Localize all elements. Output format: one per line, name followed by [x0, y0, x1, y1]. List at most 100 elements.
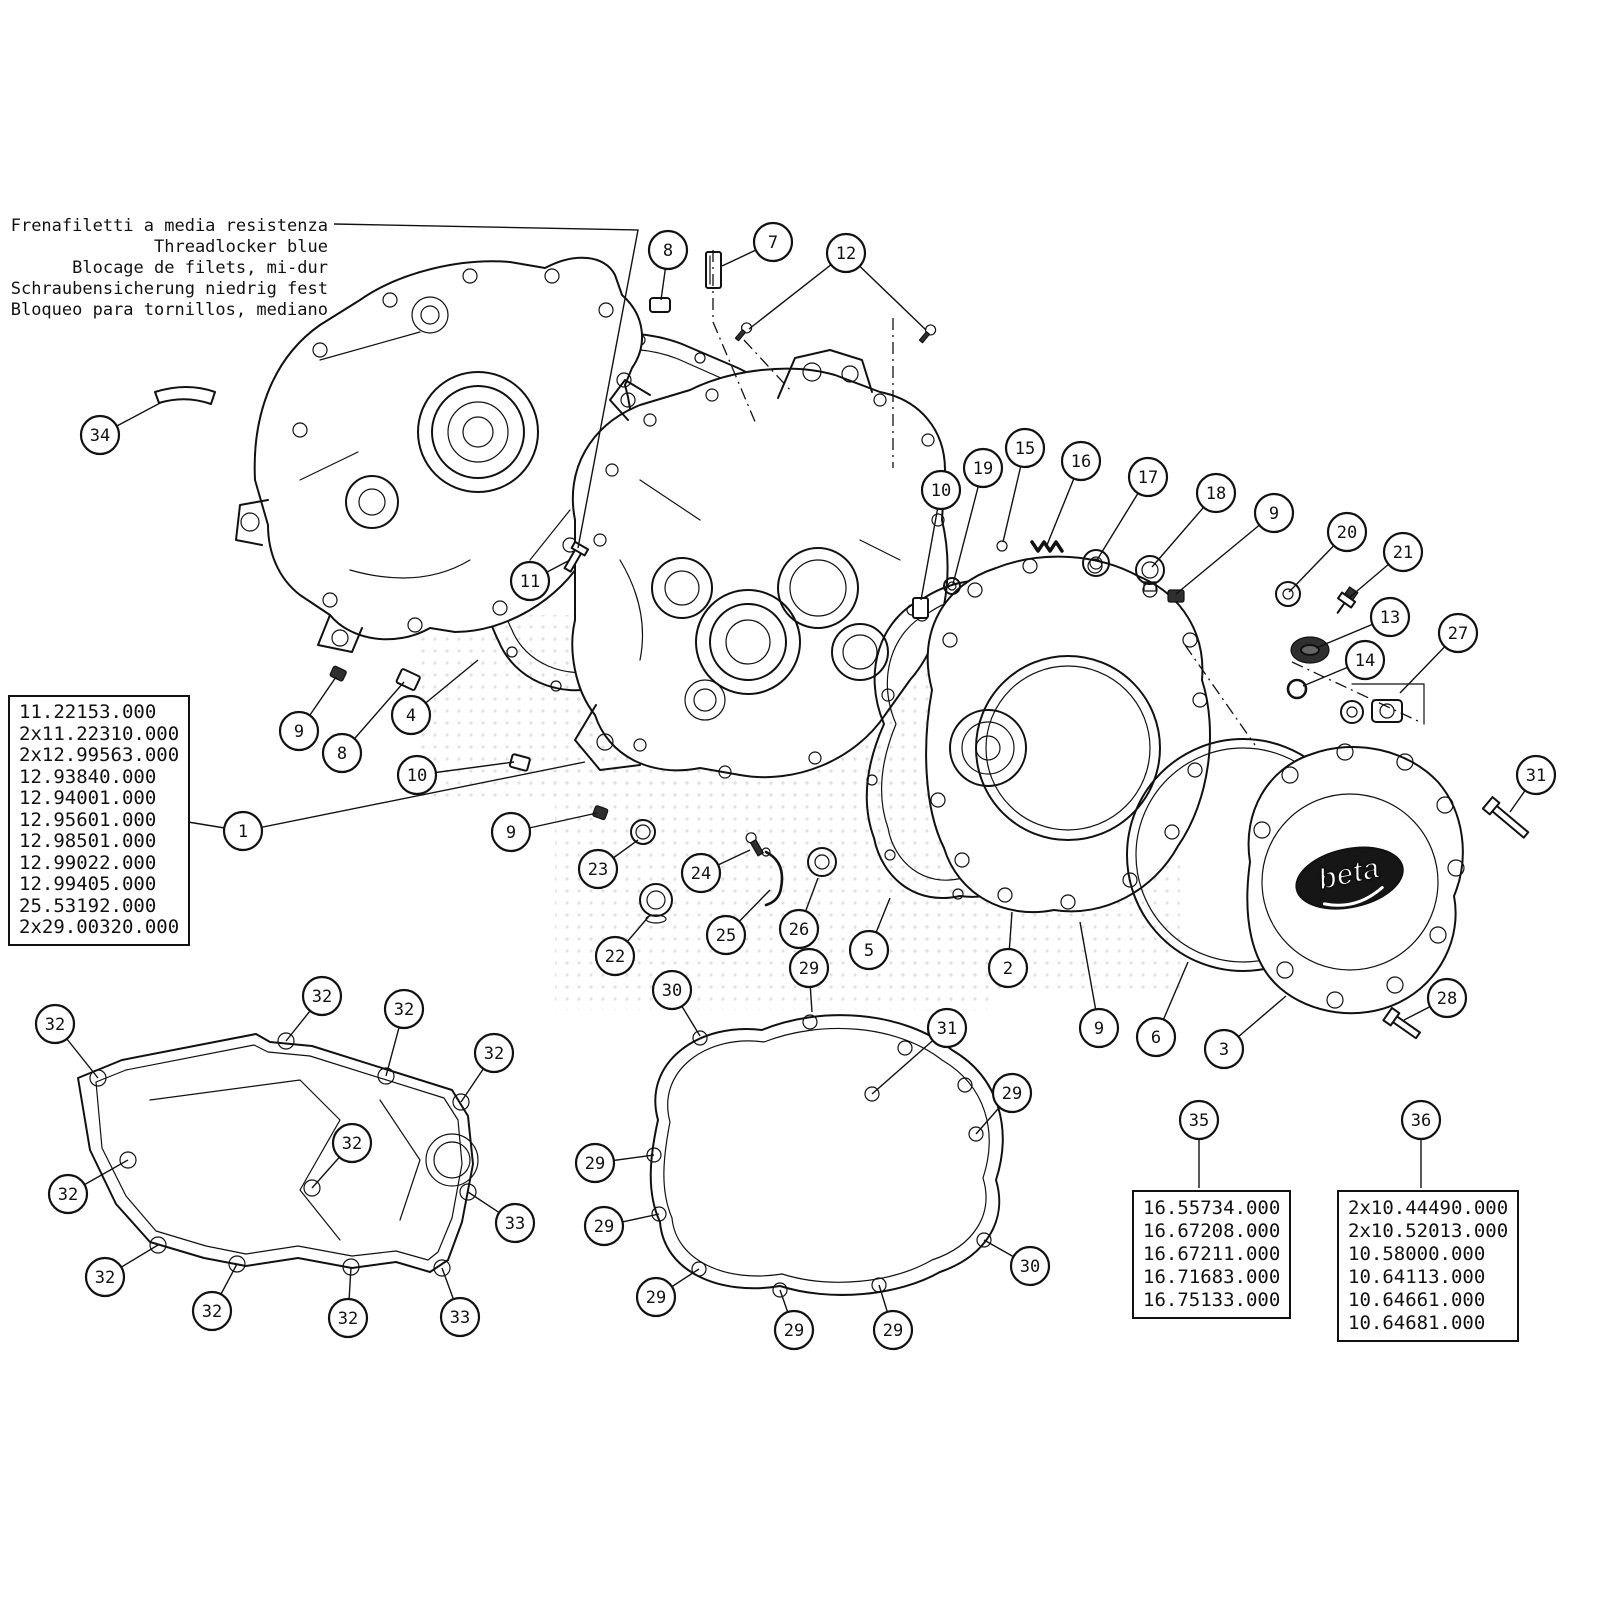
bolt-11 [563, 540, 590, 573]
callout-26: 26 [778, 908, 820, 950]
callout-number: 34 [90, 426, 110, 446]
callout-34: 34 [79, 414, 121, 456]
callout-21: 21 [1382, 531, 1424, 573]
callout-32: 32 [191, 1290, 233, 1332]
callout-circle [1203, 1028, 1245, 1070]
callout-number: 3 [1219, 1040, 1229, 1060]
callout-circle [920, 469, 962, 511]
callout-number: 33 [505, 1214, 525, 1234]
callout-circle [788, 947, 830, 989]
bushing-10-left [508, 753, 531, 772]
callout-number: 7 [768, 233, 778, 253]
screw-12b [918, 324, 937, 344]
text-line: 16.67208.000 [1143, 1220, 1281, 1242]
callout-number: 35 [1189, 1111, 1209, 1131]
callout-20: 20 [1326, 511, 1368, 553]
nut-9-mid [592, 805, 609, 821]
washer-20 [1275, 581, 1301, 607]
text-line: 10.58000.000 [1348, 1243, 1486, 1265]
oring-23 [630, 819, 656, 845]
callout-number: 32 [95, 1268, 115, 1288]
callout-circle [1344, 639, 1386, 681]
callout-number: 14 [1355, 651, 1375, 671]
callout-number: 30 [662, 981, 682, 1001]
note-leader-line [333, 223, 639, 549]
text-line: 2x10.44490.000 [1348, 1197, 1509, 1219]
callout-36: 36 [1400, 1099, 1442, 1141]
callout-circle [494, 1202, 536, 1244]
leader-lines-layer [54, 241, 1537, 1331]
callout-circle [278, 710, 320, 752]
callout-circle [490, 811, 532, 853]
callout-9: 9 [490, 811, 532, 853]
callout-circle [321, 732, 363, 774]
callout-circle [594, 935, 636, 977]
callout-29: 29 [773, 1309, 815, 1351]
callout-number: 17 [1138, 468, 1158, 488]
callout-33: 33 [494, 1202, 536, 1244]
callout-circle [1135, 1016, 1177, 1058]
callout-circle [1009, 1245, 1051, 1287]
text-line: Threadlocker blue [154, 237, 328, 257]
callout-number: 32 [58, 1185, 78, 1205]
callout-circle [191, 1290, 233, 1332]
callout-number: 18 [1206, 484, 1226, 504]
callout-3: 3 [1203, 1028, 1245, 1070]
callout-circle [872, 1309, 914, 1351]
plug-18 [1135, 555, 1165, 592]
callout-31: 31 [1515, 754, 1557, 796]
beta-logo: beta [1295, 846, 1404, 910]
callout-32: 32 [34, 1003, 76, 1045]
callout-2: 2 [987, 947, 1029, 989]
callout-circle [396, 754, 438, 796]
callout-9: 9 [278, 710, 320, 752]
callout-circle [1326, 511, 1368, 553]
callout-number: 32 [312, 987, 332, 1007]
callout-number: 19 [973, 459, 993, 479]
ball-15 [996, 540, 1008, 552]
callout-13: 13 [1369, 596, 1411, 638]
callout-29: 29 [991, 1072, 1033, 1114]
washer-17 [1082, 549, 1110, 577]
callout-circle [439, 1296, 481, 1338]
callout-number: 29 [585, 1154, 605, 1174]
leader-line [242, 761, 586, 832]
text-line: 12.99022.000 [19, 851, 157, 874]
callout-31: 31 [926, 1007, 968, 1049]
callout-24: 24 [680, 852, 722, 894]
callout-circle [1004, 427, 1046, 469]
text-line: 11.22153.000 [19, 701, 157, 723]
callout-circle [848, 929, 890, 971]
text-line: 2x12.99563.000 [19, 744, 180, 766]
assembly-axis-lines [712, 250, 1421, 746]
callout-circle [84, 1256, 126, 1298]
callout-number: 32 [45, 1015, 65, 1035]
callout-number: 27 [1448, 624, 1468, 644]
callout-32: 32 [327, 1297, 369, 1339]
callout-11: 11 [509, 560, 551, 602]
callout-number: 21 [1393, 543, 1413, 563]
callout-number: 24 [691, 864, 711, 884]
callout-number: 9 [1269, 504, 1279, 524]
callout-circle [473, 1032, 515, 1074]
callout-circle [79, 414, 121, 456]
callout-number: 32 [338, 1309, 358, 1329]
callout-15: 15 [1004, 427, 1046, 469]
callout-circle [773, 1309, 815, 1351]
text-line: 16.75133.000 [1143, 1289, 1281, 1311]
callout-25: 25 [705, 914, 747, 956]
callout-16: 16 [1060, 440, 1102, 482]
spring-16 [1030, 540, 1064, 553]
callout-8: 8 [321, 732, 363, 774]
callout-27: 27 [1437, 612, 1479, 654]
text-line: 16.71683.000 [1143, 1266, 1281, 1288]
callout-circle [383, 988, 425, 1030]
text-line: 16.67211.000 [1143, 1243, 1281, 1265]
callout-number: 13 [1380, 608, 1400, 628]
callout-circle [1426, 977, 1468, 1019]
callout-number: 5 [864, 941, 874, 961]
